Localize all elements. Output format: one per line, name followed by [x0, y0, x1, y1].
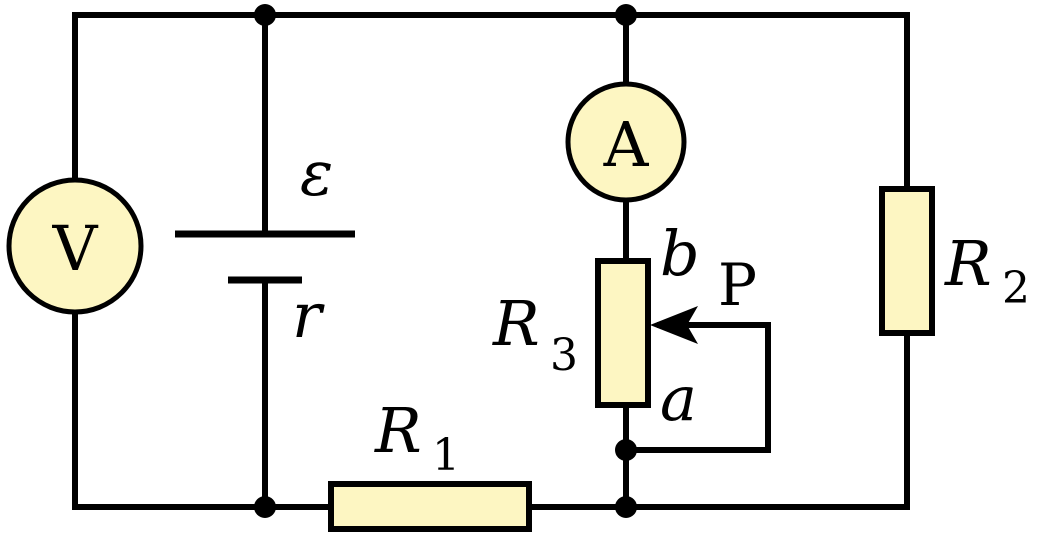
resistor-r3 [595, 258, 651, 408]
slider-return-wire [623, 322, 771, 453]
voltmeter-label: V [52, 212, 99, 285]
r2-subscript: 2 [1002, 263, 1030, 314]
junction-node-terminal-a [615, 439, 637, 461]
resistor-r2 [879, 186, 935, 336]
r1-subscript: 1 [432, 430, 460, 481]
junction-node-bottom-r3 [615, 496, 637, 518]
terminal-a-label: a [660, 362, 697, 435]
r2-label: R [944, 227, 992, 300]
emf-label: ε [300, 137, 333, 210]
resistor-r1 [328, 481, 532, 532]
ammeter-label: A [603, 108, 650, 181]
junction-node-top-ammeter [615, 4, 637, 26]
r1-label: R [374, 394, 422, 467]
slider-p-label: P [718, 251, 757, 319]
voltmeter [6, 177, 144, 315]
internal-resistance-label: r [292, 279, 325, 352]
r3-subscript: 3 [550, 330, 578, 381]
ammeter [565, 81, 687, 203]
slider-arrow-icon [650, 306, 698, 344]
junction-node-top-battery [254, 4, 276, 26]
terminal-b-label: b [660, 217, 700, 290]
junction-node-bottom-battery [254, 496, 276, 518]
r3-label: R [492, 287, 540, 360]
